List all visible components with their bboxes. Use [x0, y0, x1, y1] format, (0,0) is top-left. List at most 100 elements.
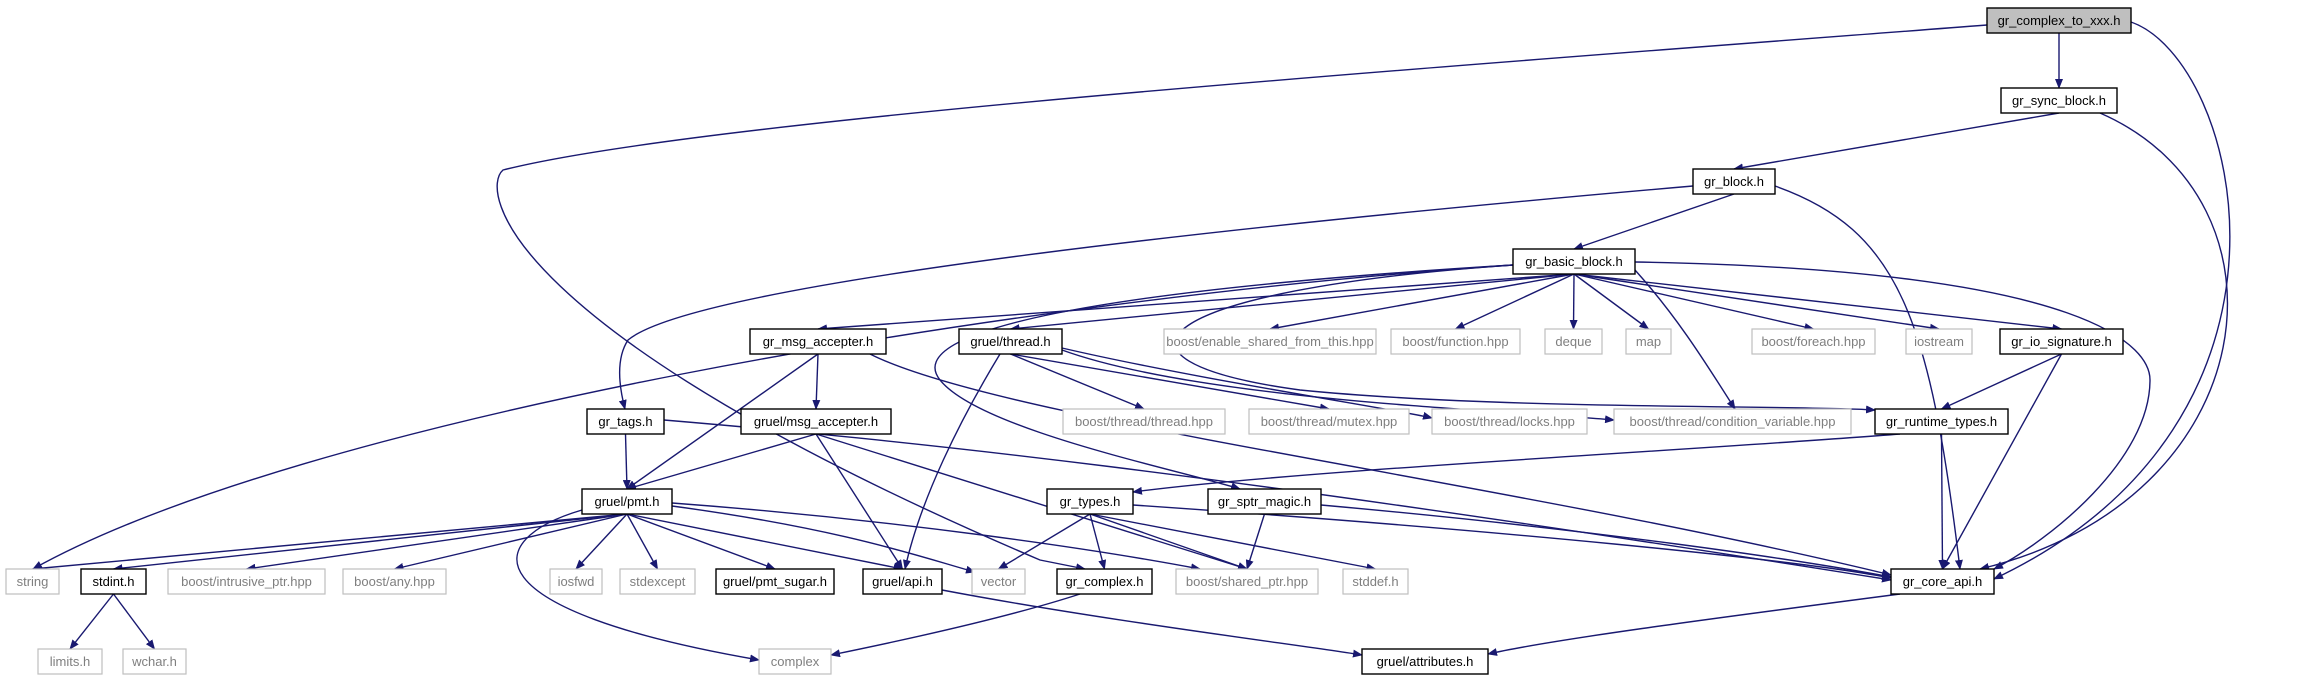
node-label: gruel/attributes.h	[1377, 654, 1474, 669]
node-label: gr_sync_block.h	[2012, 93, 2106, 108]
node-box	[586, 408, 665, 435]
node-gruel-pmt-sugar-h[interactable]: gruel/pmt_sugar.h	[715, 568, 835, 595]
node-box	[619, 568, 696, 595]
node-boost-intrusive-ptr: boost/intrusive_ptr.hpp	[167, 568, 326, 595]
node-label: stddef.h	[1352, 574, 1398, 589]
node-box	[1175, 568, 1319, 595]
node-box	[1342, 568, 1409, 595]
edge-gr-complex-to-xxx-h-to-gr-core-api-h	[1993, 21, 2231, 580]
edge-gruel-pmt-h-to-gruel-pmt-sugar-h	[626, 513, 776, 570]
edge-gr-core-api-h-to-gruel-attributes-h	[1487, 593, 1901, 656]
node-gr-io-signature-h[interactable]: gr_io_signature.h	[1999, 328, 2124, 355]
node-gr-complex-h[interactable]: gr_complex.h	[1056, 568, 1153, 595]
node-label: wchar.h	[131, 654, 177, 669]
node-box	[122, 648, 187, 675]
node-label: stdexcept	[630, 574, 686, 589]
node-label: gr_runtime_types.h	[1886, 414, 1997, 429]
node-box	[715, 568, 835, 595]
edge-gruel-msg-accepter-h-to-gruel-pmt-h	[626, 433, 817, 491]
node-label: gr_sptr_magic.h	[1218, 494, 1311, 509]
edge-gruel-thread-h-to-gruel-api-h	[903, 353, 1001, 570]
nodes-layer: gr_complex_to_xxx.h gr_sync_block.h gr_blo…	[5, 7, 2132, 675]
node-iosfwd: iosfwd	[549, 568, 603, 595]
edge-gr-basic-block-h-to-gr-sptr-magic-h	[934, 264, 1514, 491]
node-box	[1207, 488, 1322, 515]
node-box	[167, 568, 326, 595]
node-gruel-attributes-h[interactable]: gruel/attributes.h	[1361, 648, 1489, 675]
node-gr-sptr-magic-h[interactable]: gr_sptr_magic.h	[1207, 488, 1322, 515]
node-label: gr_io_signature.h	[2011, 334, 2111, 349]
node-iostream: iostream	[1905, 328, 1973, 355]
edge-gruel-thread-h-to-boost-thread-locks	[1061, 347, 1433, 420]
node-gr-core-api-h[interactable]: gr_core_api.h	[1890, 568, 1995, 595]
node-box	[1999, 328, 2124, 355]
node-label: gr_complex.h	[1065, 574, 1143, 589]
node-gr-types-h[interactable]: gr_types.h	[1046, 488, 1134, 515]
node-label: boost/thread/mutex.hpp	[1261, 414, 1398, 429]
node-box	[342, 568, 447, 595]
edge-gruel-msg-accepter-h-to-gruel-api-h	[815, 433, 904, 570]
edge-gr-types-h-to-gr-complex-h	[1089, 513, 1107, 570]
node-label: boost/function.hpp	[1402, 334, 1508, 349]
node-gr-complex-to-xxx-h[interactable]: gr_complex_to_xxx.h	[1986, 7, 2132, 34]
node-label: complex	[771, 654, 820, 669]
node-boost-thread-locks: boost/thread/locks.hpp	[1431, 408, 1588, 435]
node-string: string	[5, 568, 60, 595]
node-label: gruel/api.h	[872, 574, 933, 589]
node-box	[862, 568, 943, 595]
node-label: gr_basic_block.h	[1525, 254, 1623, 269]
edge-gr-basic-block-h-to-boost-function	[1454, 273, 1575, 330]
node-label: gr_msg_accepter.h	[763, 334, 874, 349]
node-label: boost/thread/thread.hpp	[1075, 414, 1213, 429]
node-box	[581, 488, 673, 515]
node-box	[1986, 7, 2132, 34]
edge-gr-types-h-to-vector	[997, 513, 1091, 570]
node-gr-runtime-types-h[interactable]: gr_runtime_types.h	[1874, 408, 2009, 435]
edge-gr-sync-block-h-to-gr-block-h	[1733, 112, 2060, 172]
node-vector: vector	[971, 568, 1026, 595]
node-boost-thread-mutex: boost/thread/mutex.hpp	[1248, 408, 1410, 435]
node-gruel-pmt-h[interactable]: gruel/pmt.h	[581, 488, 673, 515]
node-boost-function: boost/function.hpp	[1390, 328, 1521, 355]
edge-gr-complex-to-xxx-h-to-gr-complex-h	[496, 24, 1988, 572]
node-gr-tags-h[interactable]: gr_tags.h	[586, 408, 665, 435]
node-box	[1905, 328, 1973, 355]
edge-gr-types-h-to-stddef-h	[1089, 513, 1377, 572]
edge-gr-io-signature-h-to-gr-core-api-h	[1941, 353, 2063, 570]
node-label: gruel/pmt.h	[594, 494, 659, 509]
node-gr-sync-block-h[interactable]: gr_sync_block.h	[2000, 87, 2118, 114]
node-gruel-msg-accepter-h[interactable]: gruel/msg_accepter.h	[740, 408, 892, 435]
node-box	[1890, 568, 1995, 595]
node-wchar-h: wchar.h	[122, 648, 187, 675]
edge-gr-basic-block-h-to-gr-msg-accepter-h	[817, 273, 1575, 333]
node-label: deque	[1555, 334, 1591, 349]
edges-layer	[31, 21, 2231, 663]
node-stdint-h[interactable]: stdint.h	[80, 568, 147, 595]
node-boost-foreach: boost/foreach.hpp	[1751, 328, 1876, 355]
edge-gr-io-signature-h-to-gr-runtime-types-h	[1940, 353, 2062, 410]
edge-gr-complex-h-to-complex	[830, 593, 1081, 658]
node-gruel-thread-h[interactable]: gruel/thread.h	[958, 328, 1063, 355]
edge-gr-basic-block-h-to-map	[1573, 273, 1650, 330]
edge-gruel-pmt-h-to-boost-shared-ptr	[671, 502, 1201, 572]
edge-gr-block-h-to-gr-tags-h	[618, 185, 1694, 410]
edge-gruel-msg-accepter-h-to-boost-shared-ptr	[815, 433, 1248, 571]
node-box	[549, 568, 603, 595]
node-label: gr_types.h	[1060, 494, 1121, 509]
node-label: iosfwd	[558, 574, 595, 589]
node-boost-any: boost/any.hpp	[342, 568, 447, 595]
node-gr-msg-accepter-h[interactable]: gr_msg_accepter.h	[749, 328, 887, 355]
node-box	[80, 568, 147, 595]
node-box	[1046, 488, 1134, 515]
node-gruel-api-h[interactable]: gruel/api.h	[862, 568, 943, 595]
node-box	[1751, 328, 1876, 355]
node-limits-h: limits.h	[37, 648, 103, 675]
node-gr-block-h[interactable]: gr_block.h	[1692, 168, 1776, 195]
node-boost-thread-cv: boost/thread/condition_variable.hpp	[1613, 408, 1852, 435]
node-gr-basic-block-h[interactable]: gr_basic_block.h	[1512, 248, 1636, 275]
edge-gr-basic-block-h-to-gr-core-api-h	[1634, 261, 2151, 570]
node-box	[5, 568, 60, 595]
node-box	[758, 648, 832, 675]
node-box	[1361, 648, 1489, 675]
